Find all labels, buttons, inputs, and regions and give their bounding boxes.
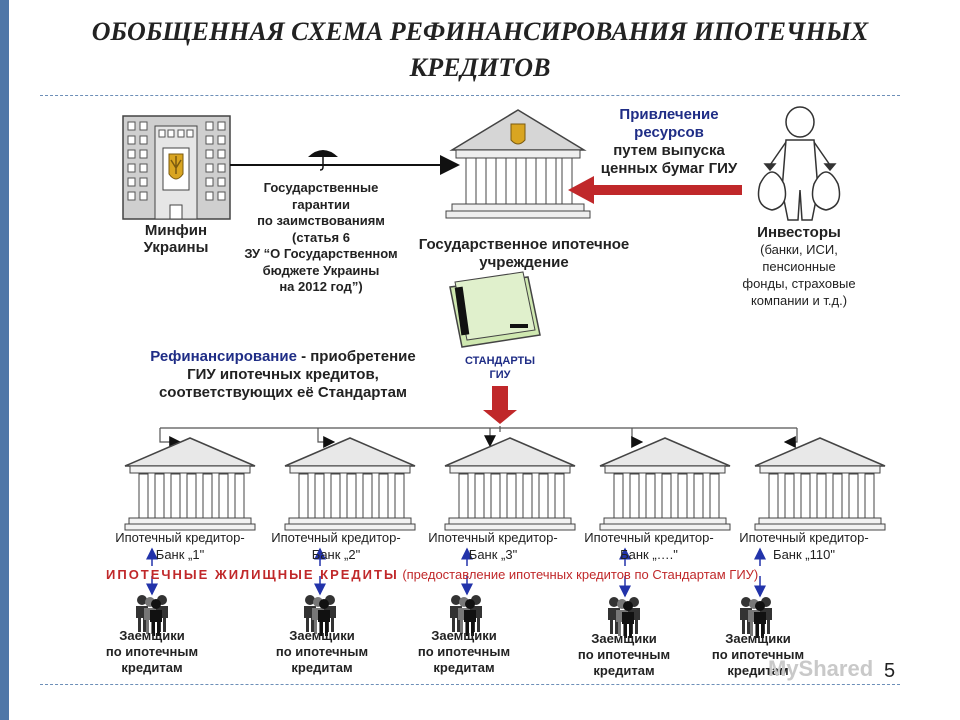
bank-4-icon xyxy=(599,437,731,531)
distribution-tree xyxy=(159,426,798,448)
investor-icon xyxy=(757,106,841,221)
page-title: ОБОБЩЕННАЯ СХЕМА РЕФИНАНСИРОВАНИЯ ИПОТЕЧ… xyxy=(91,17,869,82)
standards-document-icon xyxy=(449,271,541,348)
attract-resources-label: Привлечение ресурсов путем выпуска ценны… xyxy=(600,106,738,177)
bank-3-icon xyxy=(444,437,576,531)
bank-4-label: Ипотечный кредитор-Банк „…." xyxy=(584,530,714,562)
refinancing-label: Рефинансирование - приобретение ГИУ ипот… xyxy=(150,348,416,401)
page-number: 5 xyxy=(884,660,896,682)
loan-flow-arrows xyxy=(146,547,766,598)
umbrella-icon xyxy=(308,150,338,171)
minfin-building-icon xyxy=(122,115,231,220)
bank-2-icon xyxy=(284,437,416,531)
bank-5-icon xyxy=(754,437,886,531)
bank-3-label: Ипотечный кредитор-Банк „3" xyxy=(428,530,558,562)
top-divider xyxy=(40,95,900,96)
bank-2-label: Ипотечный кредитор-Банк „2" xyxy=(271,530,401,562)
watermark: MyShared xyxy=(768,656,874,681)
investors-label: Инвесторы (банки, ИСИ, пенсионные фонды,… xyxy=(742,224,856,308)
refinancing-down-arrow xyxy=(483,386,517,424)
left-accent-bar xyxy=(0,0,9,720)
mortgage-loans-label: ИПОТЕЧНЫЕ ЖИЛИЩНЫЕ КРЕДИТЫ (предоставлен… xyxy=(106,567,759,582)
guarantees-label: Государственные гарантии по заимствовани… xyxy=(244,180,398,294)
bank-1-icon xyxy=(124,437,256,531)
attract-resources-arrow xyxy=(568,176,742,204)
bank-1-label: Ипотечный кредитор-Банк „1" xyxy=(115,530,245,562)
bank-5-label: Ипотечный кредитор-Банк „110" xyxy=(739,530,869,562)
state-mortgage-institution-icon xyxy=(445,109,591,219)
bottom-divider xyxy=(40,684,900,685)
